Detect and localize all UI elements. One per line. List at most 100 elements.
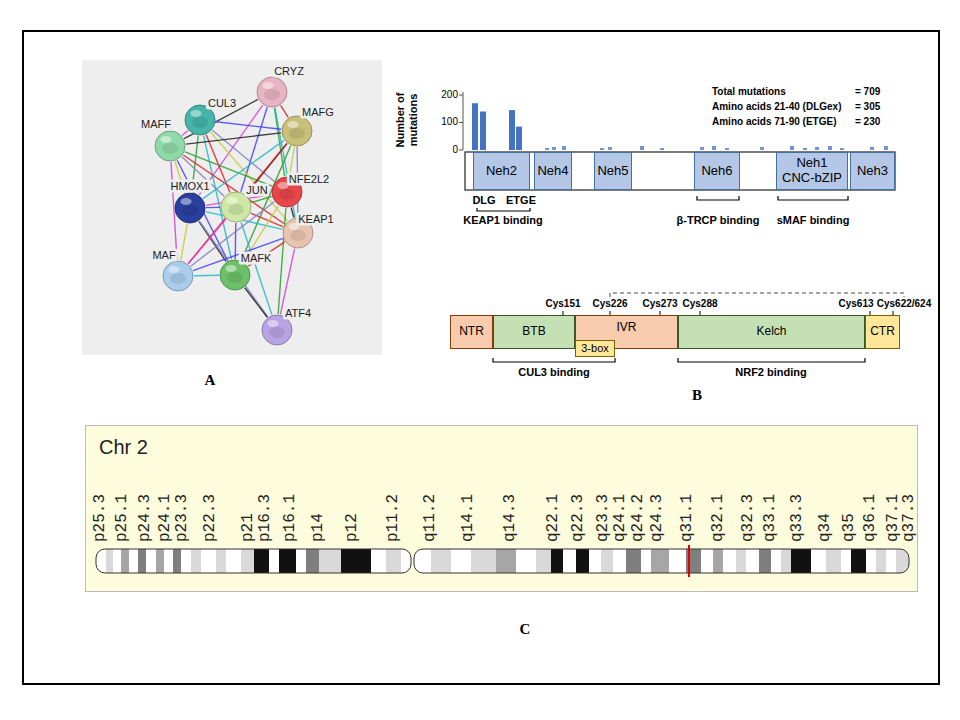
protein-structure — [182, 205, 198, 216]
domain-label: Neh6 — [701, 164, 732, 179]
bracket — [778, 196, 848, 200]
mutation-bar — [480, 112, 486, 151]
chromosome-band — [254, 549, 269, 573]
band-label: q35 — [841, 513, 857, 542]
circle-highlight — [190, 110, 201, 117]
band-label: p22.3 — [202, 494, 218, 542]
panel-letter: A — [205, 371, 216, 389]
mutation-bar — [562, 146, 566, 150]
band-label: q31.1 — [679, 494, 695, 542]
domain-label: Kelch — [756, 325, 786, 339]
band-label: p25.1 — [114, 494, 130, 542]
interaction-line — [199, 221, 267, 317]
chromosome-band — [156, 549, 164, 573]
chromosome-band — [113, 549, 121, 573]
domain-label: NTR — [459, 325, 484, 339]
summary-value: = 305 — [855, 101, 880, 113]
chromosome-band — [851, 549, 866, 573]
protein-label: MAFF — [139, 118, 173, 131]
band-label: q22.3 — [570, 494, 586, 542]
figure-frame — [23, 31, 939, 684]
chromosome-band — [759, 549, 771, 573]
circle-highlight — [180, 198, 191, 205]
mutation-bar — [790, 146, 794, 150]
domain-box: Neh5 — [594, 152, 632, 190]
domain-box: Neh4 — [534, 152, 572, 190]
band-label: q37.1 — [885, 494, 901, 542]
mutation-bar — [884, 146, 888, 150]
chromosome-band — [866, 549, 876, 573]
axis-tick-label: 100 — [441, 116, 458, 128]
motif-label: ETGE — [506, 194, 536, 207]
protein-circle — [175, 193, 205, 223]
interaction-line — [206, 207, 220, 209]
protein-structure — [269, 327, 285, 338]
cysteine-label: Cys226 — [592, 298, 627, 310]
bracket — [477, 208, 530, 211]
chromosome-band — [121, 549, 129, 573]
chromosome-band — [841, 549, 851, 573]
chromosome-band — [296, 549, 306, 573]
protein-circle — [256, 76, 288, 108]
interaction-line — [182, 130, 188, 135]
band-label: q32.1 — [710, 494, 726, 542]
chromosome-band — [613, 549, 626, 573]
band-label: q36.1 — [862, 494, 878, 542]
protein-label: MAF — [150, 249, 177, 262]
motif-label: DLG — [472, 194, 495, 207]
chromosome-band — [516, 549, 536, 573]
chromosome-band — [811, 549, 826, 573]
band-label: q11.2 — [422, 494, 438, 542]
summary-text: Total mutations — [712, 86, 786, 98]
binding-label: NRF2 binding — [735, 366, 807, 379]
axis-line — [459, 92, 463, 150]
mutation-bar — [608, 147, 612, 150]
domain-label: Neh4 — [537, 164, 568, 179]
domain-box: BTB — [493, 315, 575, 349]
summary-value: = 709 — [855, 86, 880, 98]
chromosome-band — [723, 549, 736, 573]
chromosome-band — [826, 549, 841, 573]
band-label: p11.2 — [385, 494, 401, 542]
protein-circle — [282, 116, 312, 146]
chromosome-band — [791, 549, 811, 573]
chromosome-band — [746, 549, 759, 573]
protein-structure — [162, 143, 178, 154]
circle-highlight — [267, 320, 278, 327]
protein-circle — [221, 192, 251, 222]
mutation-bar — [815, 147, 819, 150]
circle-highlight — [225, 265, 236, 272]
circle-highlight — [168, 266, 179, 273]
chromosome-band — [771, 549, 781, 573]
interaction-line — [245, 288, 268, 318]
protein-node: CUL3 — [184, 104, 216, 136]
chromosome-title: Chr 2 — [99, 435, 148, 459]
interaction-line — [274, 108, 284, 176]
chromosome-band — [576, 549, 589, 573]
axis-title: Number of mutations — [394, 89, 420, 151]
chromosome-band — [129, 549, 138, 573]
mutation-bar — [840, 148, 844, 150]
band-label: q24.3 — [649, 494, 665, 542]
protein-label: MAFG — [300, 106, 336, 119]
summary-text: Amino acids 71-90 (ETGE) — [712, 116, 836, 128]
chromosome-band — [641, 549, 651, 573]
chromosome-band — [138, 549, 146, 573]
protein-label: KEAP1 — [296, 213, 335, 226]
chromosome-band — [146, 549, 156, 573]
axis-tick-label: 0 — [452, 144, 458, 156]
protein-label: HMOX1 — [168, 180, 211, 193]
domain-label: Neh5 — [597, 164, 628, 179]
domain-box: Neh1 CNC-bZIP — [776, 152, 848, 190]
chromosome-band — [201, 549, 216, 573]
band-label: q37.3 — [901, 494, 917, 542]
protein-structure — [279, 189, 295, 200]
axis-tick-label: 200 — [441, 89, 458, 101]
interaction-line — [181, 224, 187, 260]
chromosome-band — [536, 549, 551, 573]
chromosome-band — [386, 549, 401, 573]
domain-label: BTB — [522, 325, 545, 339]
protein-circle — [281, 115, 313, 147]
binding-label: KEAP1 binding — [463, 214, 542, 227]
